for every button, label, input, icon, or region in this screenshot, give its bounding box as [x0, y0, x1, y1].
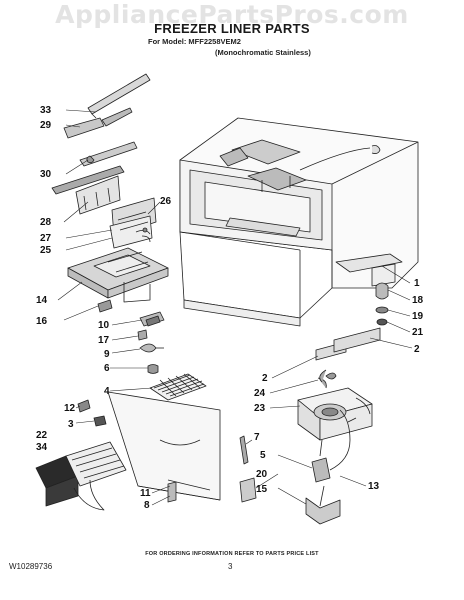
evaporator-cover-2	[315, 327, 381, 361]
callout-13: 13	[368, 481, 380, 492]
callout-6: 6	[104, 363, 110, 374]
bracket-15	[305, 485, 341, 525]
callout-21: 21	[412, 327, 424, 338]
callout-23: 23	[254, 403, 266, 414]
callout-28: 28	[40, 217, 52, 228]
variant-line: (Monochromatic Stainless)	[215, 48, 311, 57]
callout-10: 10	[98, 320, 110, 331]
document-number: W10289736	[9, 562, 53, 571]
rail-assembly	[51, 73, 151, 215]
ordering-note: FOR ORDERING INFORMATION REFER TO PARTS …	[145, 551, 319, 557]
callout-5: 5	[260, 450, 266, 461]
callout-24: 24	[254, 388, 266, 399]
callout-20: 20	[256, 469, 268, 480]
drawer-tray	[67, 247, 169, 303]
page-number: 3	[228, 562, 233, 571]
callout-4: 4	[104, 386, 110, 397]
watermark: AppliancePartsPros.com	[55, 0, 409, 29]
callout-1: 1	[414, 278, 420, 289]
callout-30: 30	[40, 169, 52, 180]
callout-11: 11	[140, 488, 151, 499]
freezer-liner	[179, 117, 419, 327]
callout-16: 16	[36, 316, 48, 327]
callout-19: 19	[412, 311, 424, 322]
callout-3: 3	[68, 419, 74, 430]
fan-motor-5	[311, 409, 351, 483]
lower-panel-11	[107, 391, 221, 501]
callout-2-left: 2	[262, 373, 268, 384]
callout-18: 18	[412, 295, 424, 306]
callout-27: 27	[40, 233, 52, 244]
callout-8: 8	[144, 500, 150, 511]
fittings	[375, 282, 389, 326]
callout-15: 15	[256, 484, 268, 495]
callout-2-right: 2	[414, 344, 420, 355]
callout-12: 12	[64, 403, 76, 414]
shelf-grille	[149, 373, 207, 401]
callout-14: 14	[36, 295, 48, 306]
fan-shroud-23	[297, 387, 373, 441]
callout-22: 22	[36, 430, 48, 441]
callout-33: 33	[40, 105, 52, 116]
page-title: FREEZER LINER PARTS	[154, 21, 310, 36]
callout-17: 17	[98, 335, 110, 346]
clip-16	[97, 299, 113, 313]
model-line: For Model: MFF2258VEM2	[148, 37, 241, 46]
callout-7: 7	[254, 432, 260, 443]
callout-25: 25	[40, 245, 52, 256]
small-parts	[137, 311, 165, 374]
callout-29: 29	[40, 120, 52, 131]
callout-26: 26	[160, 196, 172, 207]
vent-assembly	[109, 197, 157, 249]
callout-9: 9	[104, 349, 110, 360]
fan-blade-24	[317, 369, 337, 389]
cover-22-34	[35, 441, 127, 511]
callout-34: 34	[36, 442, 48, 453]
